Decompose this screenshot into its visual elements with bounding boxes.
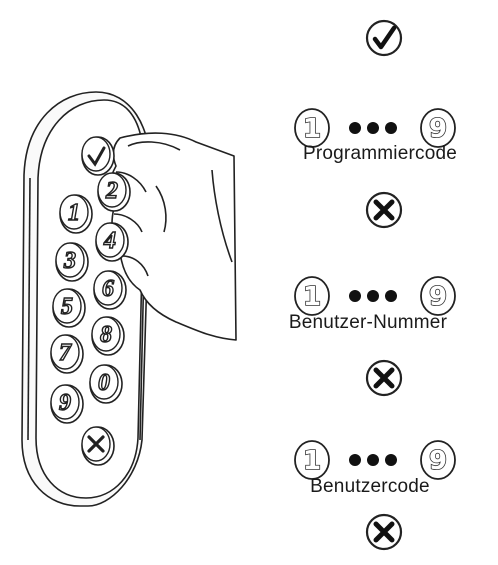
key-9: 9 xyxy=(50,384,84,424)
ellipsis-dots-icon xyxy=(349,122,397,134)
key-label: 6 xyxy=(102,276,114,302)
digit-nine-icon: 9 xyxy=(420,108,456,148)
key-4: 4 xyxy=(95,222,129,262)
key-6: 6 xyxy=(93,270,127,310)
digit-nine-icon: 9 xyxy=(420,440,456,480)
key-label: 7 xyxy=(59,340,72,366)
ellipsis-dots-icon xyxy=(349,290,397,302)
key-label: 8 xyxy=(100,322,112,348)
x-circle-icon xyxy=(365,191,403,229)
key-3: 3 xyxy=(55,242,89,282)
digit-from: 1 xyxy=(303,114,321,144)
key-0: 0 xyxy=(89,364,123,404)
digit-one-icon: 1 xyxy=(294,276,330,316)
digit-one-icon: 1 xyxy=(294,440,330,480)
x-circle-icon xyxy=(365,513,403,551)
key-1: 1 xyxy=(59,194,93,234)
key-label: 9 xyxy=(59,390,71,416)
key-2: 2 xyxy=(97,172,131,212)
x-key-icon xyxy=(81,426,115,466)
digit-from: 1 xyxy=(303,282,321,312)
key-5: 5 xyxy=(52,288,86,328)
key-label: 0 xyxy=(98,370,110,396)
digit-from: 1 xyxy=(303,446,321,476)
key-8: 8 xyxy=(91,316,125,356)
digit-to: 9 xyxy=(429,446,447,476)
key-7: 7 xyxy=(50,334,84,374)
digit-nine-icon: 9 xyxy=(420,276,456,316)
check-circle-icon xyxy=(365,19,403,57)
check-key-icon xyxy=(81,136,115,176)
step-label-programming-code: Programmiercode xyxy=(303,143,457,164)
step-label-user-code: Benutzercode xyxy=(310,476,430,497)
x-circle-icon xyxy=(365,359,403,397)
key-label: 5 xyxy=(61,294,73,320)
step-label-user-number: Benutzer-Nummer xyxy=(288,312,448,333)
key-label: 2 xyxy=(105,178,118,204)
keypad-keys: 12 3 4 5 6 7 8 9 0 xyxy=(50,136,131,466)
key-label: 1 xyxy=(68,200,80,226)
digit-to: 9 xyxy=(429,282,447,312)
key-label: 3 xyxy=(63,248,76,274)
key-label: 4 xyxy=(103,228,116,254)
digit-one-icon: 1 xyxy=(294,108,330,148)
digit-to: 9 xyxy=(429,114,447,144)
ellipsis-dots-icon xyxy=(349,454,397,466)
